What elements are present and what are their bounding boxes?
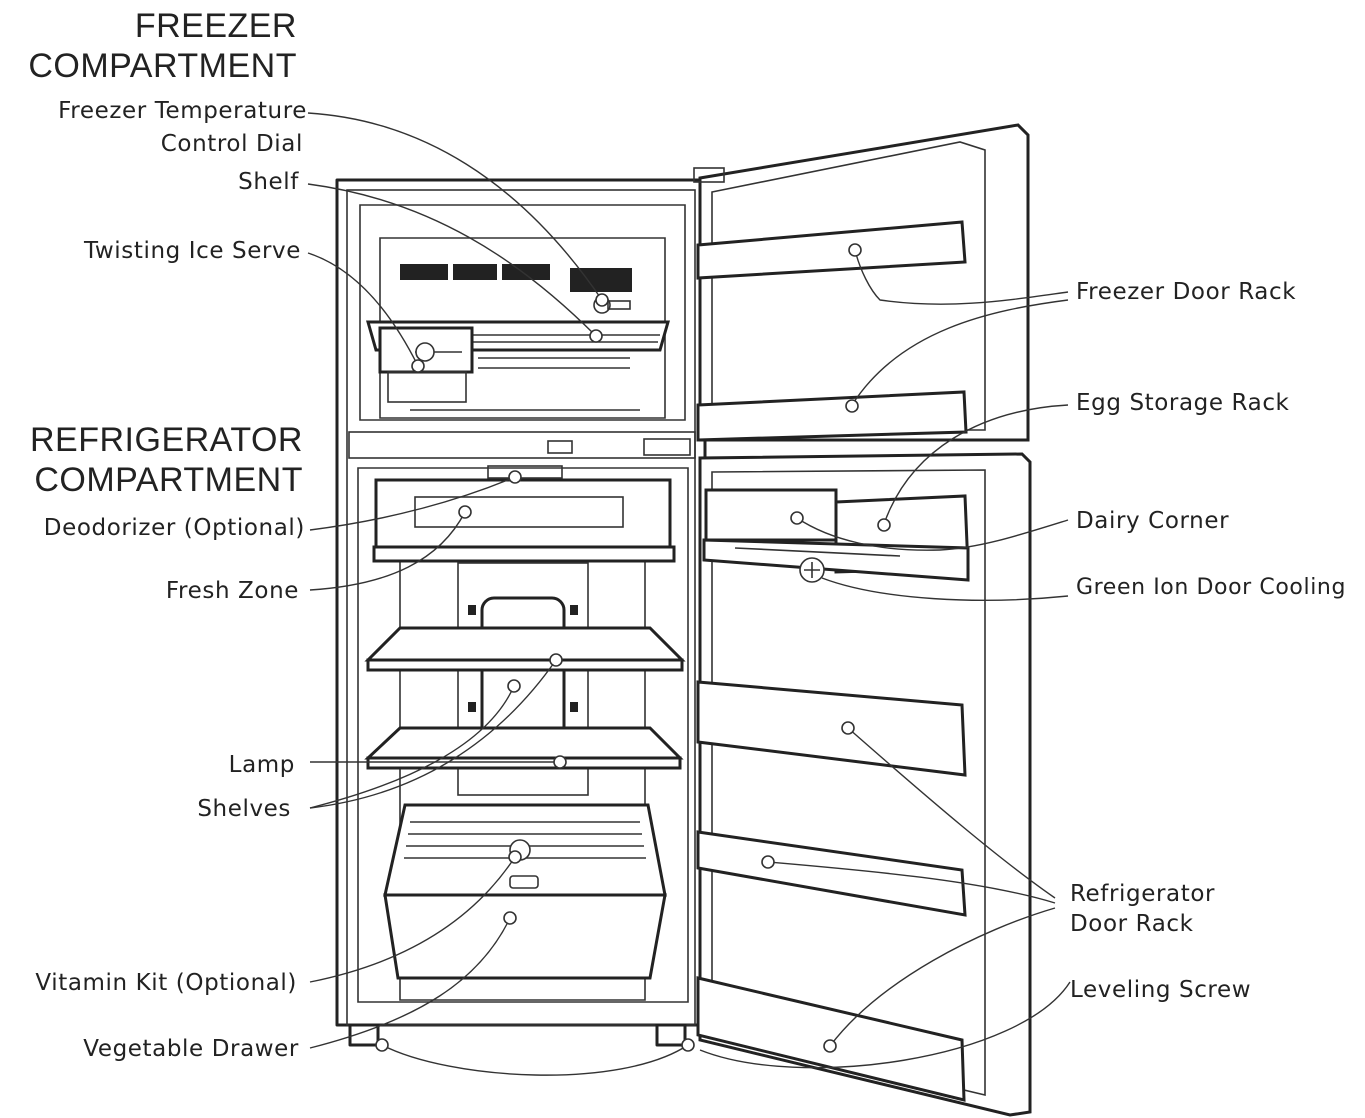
- freezer-heading-line1: FREEZER: [134, 7, 297, 45]
- label-shelves: Shelves: [197, 796, 291, 822]
- leader-lines: [307, 112, 1071, 1076]
- refrigerator-heading-line1: REFRIGERATOR: [30, 421, 303, 459]
- green-ion-door-cooling: [799, 557, 825, 583]
- freezer-door: [693, 123, 1030, 442]
- label-dairy-corner: Dairy Corner: [1076, 508, 1230, 534]
- label-leveling-screw: Leveling Screw: [1070, 977, 1252, 1003]
- freezer-vents: [400, 264, 632, 292]
- label-green-ion-door-cooling: Green Ion Door Cooling: [1076, 575, 1347, 600]
- label-shelf: Shelf: [238, 169, 299, 195]
- label-twisting-ice-serve: Twisting Ice Serve: [84, 238, 301, 264]
- callout-dots: [375, 243, 891, 1053]
- twisting-ice-serve: [378, 326, 640, 411]
- glass-shelves: [364, 626, 686, 770]
- label-egg-storage-rack: Egg Storage Rack: [1076, 390, 1290, 416]
- freezer-door-racks: [696, 220, 968, 442]
- label-deodorizer: Deodorizer (Optional): [43, 515, 305, 541]
- label-freezer-door-rack: Freezer Door Rack: [1076, 279, 1297, 305]
- refrigerator-door: [698, 452, 1032, 1117]
- label-fridge-door-rack-line1: Refrigerator: [1070, 881, 1216, 907]
- refrigerator-heading-line2: COMPARTMENT: [34, 461, 303, 499]
- label-vitamin-kit: Vitamin Kit (Optional): [35, 970, 297, 996]
- dairy-and-egg-rack: [702, 488, 970, 582]
- label-fridge-door-rack-line2: Door Rack: [1070, 911, 1194, 937]
- fresh-zone-drawer: [372, 465, 676, 563]
- vegetable-drawer: [383, 803, 667, 980]
- refrigerator-door-racks: [696, 680, 967, 1102]
- label-freezer-dial-line2: Control Dial: [160, 131, 303, 157]
- label-vegetable-drawer: Vegetable Drawer: [83, 1036, 299, 1062]
- label-freezer-dial-line1: Freezer Temperature: [58, 98, 307, 124]
- freezer-heading-line2: COMPARTMENT: [28, 47, 297, 85]
- label-fresh-zone: Fresh Zone: [165, 578, 299, 604]
- label-lamp: Lamp: [228, 752, 295, 778]
